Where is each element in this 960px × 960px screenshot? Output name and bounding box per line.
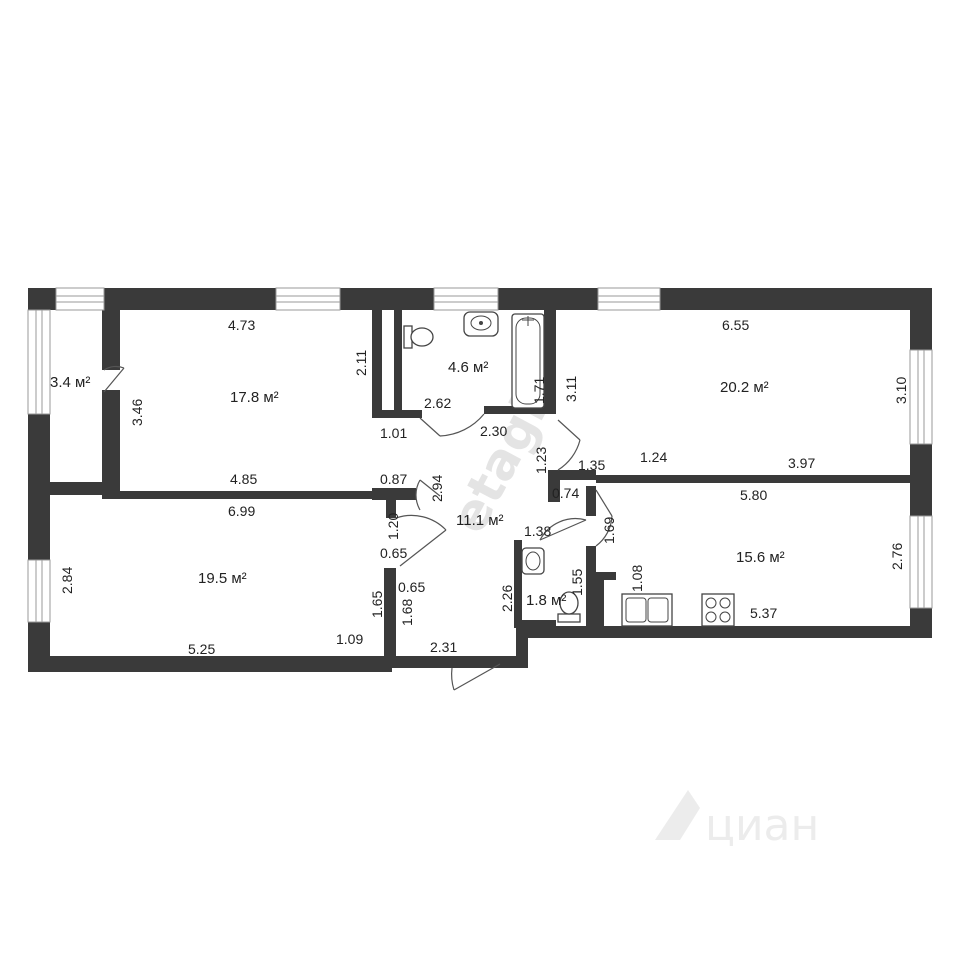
door-swing-icon	[539, 517, 587, 541]
dimension-label: 1.20	[385, 513, 401, 540]
dimensions: 4.73 2.11 3.46 2.62 1.71 3.11 6.55 3.10 …	[59, 317, 909, 657]
toilet-icon	[403, 325, 434, 349]
dimension-label: 1.68	[399, 599, 415, 626]
room-area-kitchen: 15.6 м²	[736, 549, 785, 566]
dimension-label: 2.11	[353, 350, 369, 376]
window-icon	[27, 559, 51, 623]
dimension-label: 2.31	[430, 639, 457, 655]
dimension-label: 1.09	[336, 631, 363, 647]
dimension-label: 1.23	[533, 447, 549, 474]
dimension-label: 5.80	[740, 487, 767, 503]
room-area-toilet: 1.8 м²	[526, 592, 566, 609]
dimension-label: 4.85	[230, 471, 257, 487]
dimension-label: 1.69	[601, 517, 617, 544]
dimension-label: 1.65	[369, 591, 385, 618]
dimension-label: 6.55	[722, 317, 749, 333]
doors	[103, 365, 613, 691]
cian-watermark: циан	[705, 800, 819, 851]
dimension-label: 0.65	[398, 579, 425, 595]
window-icon	[275, 287, 341, 311]
stove-icon	[701, 593, 735, 627]
cian-logo-icon	[655, 790, 700, 840]
door-swing-icon	[451, 663, 501, 691]
door-swing-icon	[419, 413, 485, 437]
kitchen-sink-icon	[621, 593, 673, 627]
room-areas: 3.4 м² 17.8 м² 4.6 м² 20.2 м² 19.5 м² 11…	[50, 359, 785, 609]
dimension-label: 1.71	[531, 377, 547, 404]
window-icon	[909, 515, 933, 609]
fixtures	[403, 311, 735, 627]
sink-icon	[521, 547, 545, 575]
dimension-label: 2.62	[424, 395, 451, 411]
toilet-icon	[557, 591, 581, 623]
door-swing-icon	[557, 419, 581, 471]
dimension-label: 1.24	[640, 449, 667, 465]
dimension-label: 3.97	[788, 455, 815, 471]
dimension-label: 5.37	[750, 605, 777, 621]
room-area-bedroom-top-left: 17.8 м²	[230, 389, 279, 406]
room-area-hallway: 11.1 м²	[456, 512, 504, 529]
door-swing-icon	[395, 514, 447, 567]
room-area-bathroom: 4.6 м²	[448, 359, 488, 376]
dimension-label: 3.46	[129, 399, 145, 426]
dimension-label: 1.01	[380, 425, 407, 441]
bathtub-icon	[511, 313, 545, 409]
room-area-living-room: 20.2 м²	[720, 379, 769, 396]
dimension-label: 2.76	[889, 543, 905, 570]
window-icon	[433, 287, 499, 311]
cian-logo: циан	[655, 790, 819, 851]
dimension-label: 3.10	[893, 377, 909, 404]
window-icon	[909, 349, 933, 445]
dimension-label: 4.73	[228, 317, 255, 333]
dimension-label: 0.87	[380, 471, 407, 487]
dimension-label: 2.94	[429, 475, 445, 502]
door-swing-icon	[415, 479, 441, 511]
window-icon	[55, 287, 105, 311]
dimension-label: 1.38	[524, 523, 551, 539]
dimension-label: 1.55	[569, 569, 585, 596]
dimension-label: 2.26	[499, 585, 515, 612]
dimension-label: 5.25	[188, 641, 215, 657]
dimension-label: 6.99	[228, 503, 255, 519]
door-swing-icon	[103, 365, 125, 393]
dimension-label: 0.74	[552, 485, 579, 501]
dimension-label: 0.65	[380, 545, 407, 561]
dimension-label: 1.08	[629, 565, 645, 592]
room-area-bedroom-bottom-left: 19.5 м²	[198, 570, 247, 587]
door-swing-icon	[595, 489, 613, 547]
dimension-label: 3.11	[563, 376, 579, 402]
dimension-label: 1.35	[578, 457, 605, 473]
room-area-balcony: 3.4 м²	[50, 374, 90, 391]
dimension-label: 2.30	[480, 423, 507, 439]
dimension-label: 2.84	[59, 567, 75, 594]
window-icon	[27, 309, 51, 415]
sink-icon	[463, 311, 499, 337]
windows	[27, 287, 933, 623]
window-icon	[597, 287, 661, 311]
